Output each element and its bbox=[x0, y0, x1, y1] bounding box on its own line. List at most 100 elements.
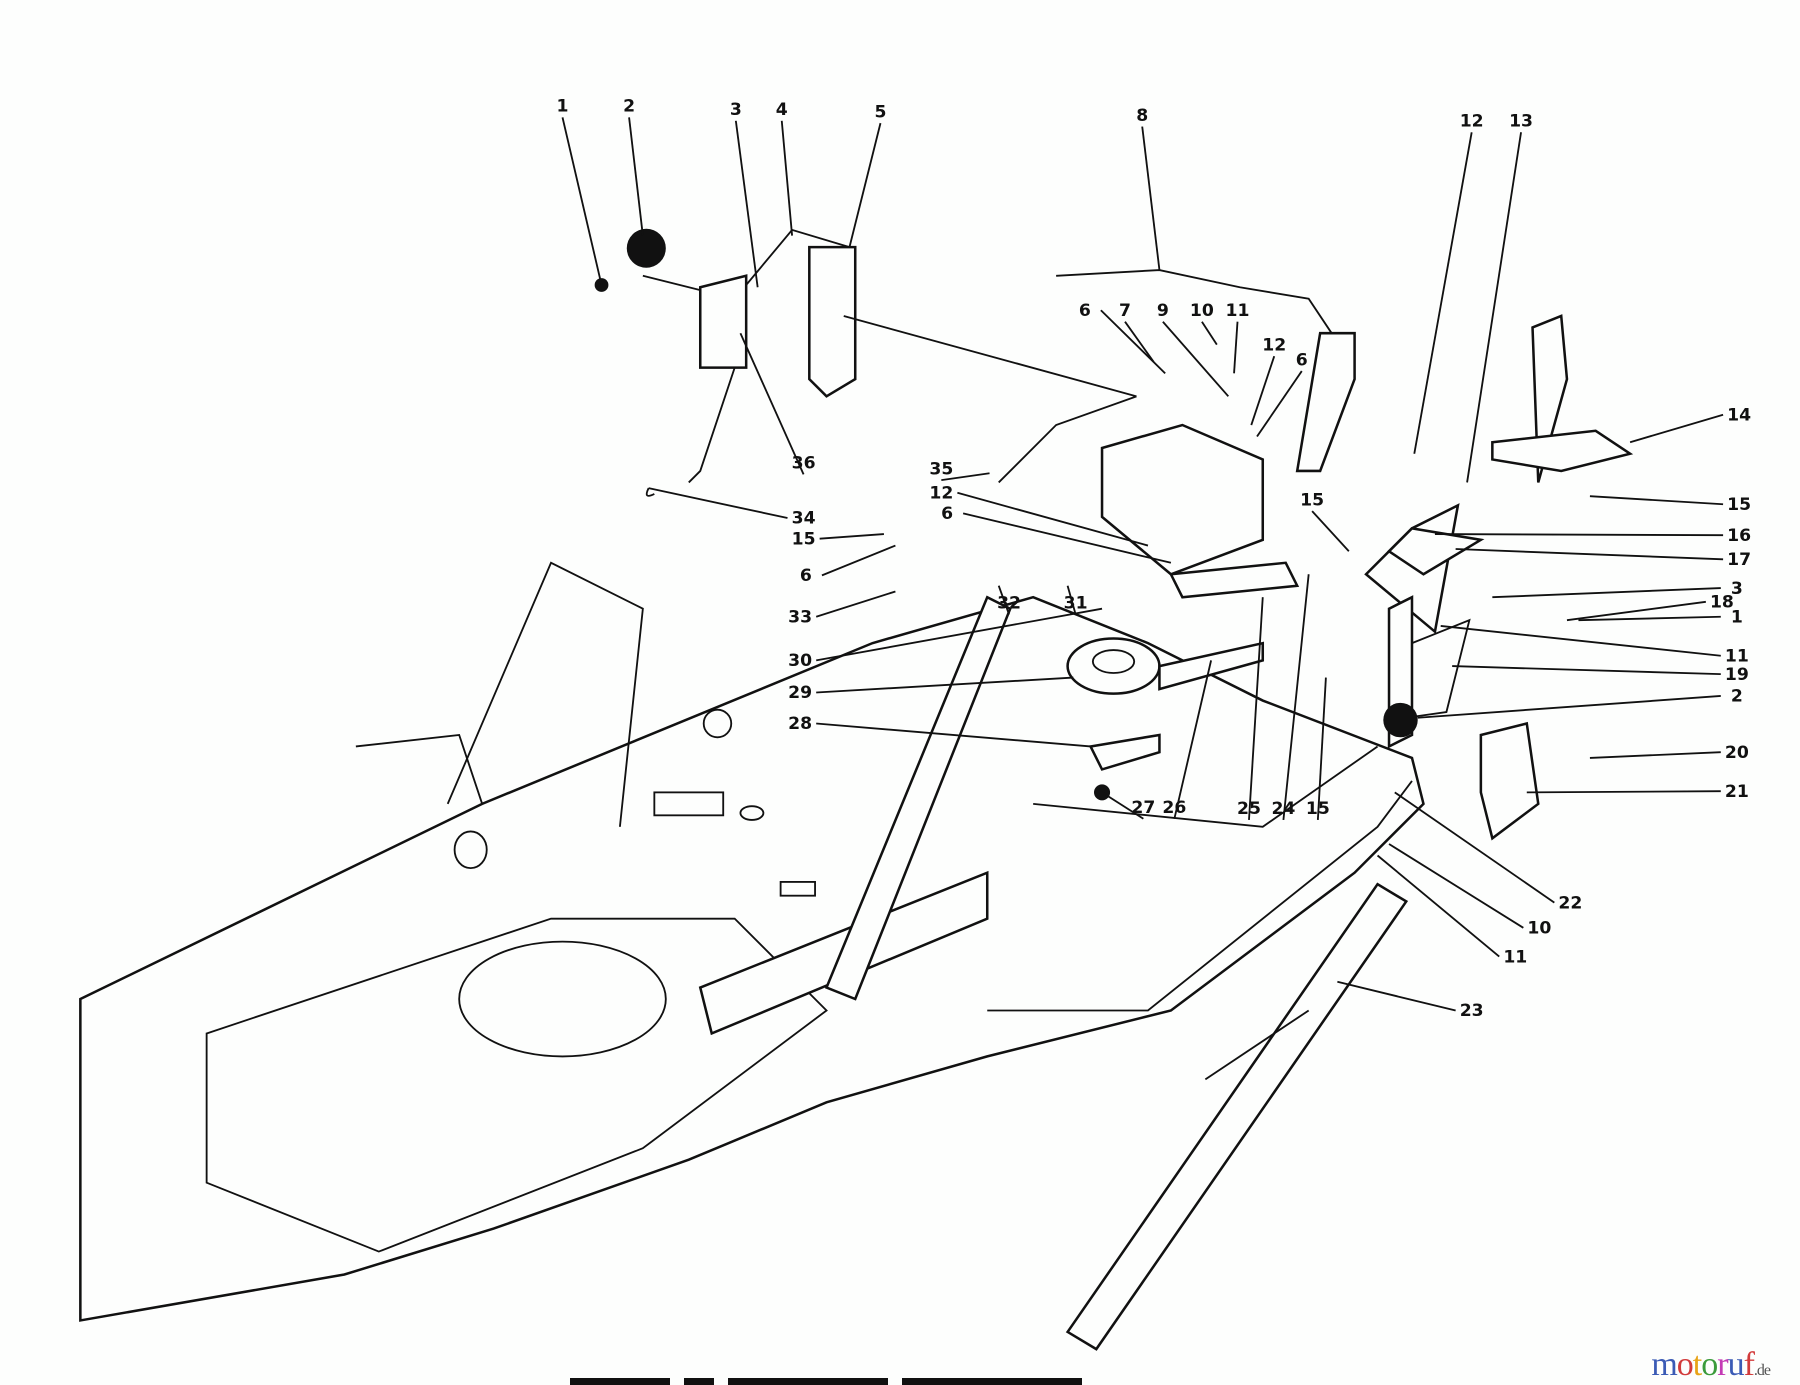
leader-line-11 bbox=[1376, 854, 1500, 958]
leader-line-35 bbox=[941, 472, 990, 482]
leader-line-24 bbox=[1282, 574, 1310, 821]
callout-2: 2 bbox=[1731, 687, 1743, 707]
leader-line-25 bbox=[1248, 597, 1264, 820]
callout-12: 12 bbox=[1460, 112, 1484, 132]
leader-lines bbox=[561, 117, 1724, 1012]
leader-line-6 bbox=[1256, 370, 1303, 438]
callout-16: 16 bbox=[1727, 526, 1751, 546]
leader-line-2 bbox=[628, 117, 644, 236]
logo-tld: .de bbox=[1753, 1362, 1771, 1379]
leader-line-22 bbox=[1394, 791, 1555, 904]
leader-line-11 bbox=[1440, 625, 1721, 657]
leader-line-10 bbox=[1388, 843, 1524, 929]
leader-line-19 bbox=[1452, 665, 1721, 676]
callout-26: 26 bbox=[1162, 798, 1186, 818]
leader-line-20 bbox=[1589, 751, 1721, 759]
leader-line-10 bbox=[1201, 321, 1218, 346]
leader-line-28 bbox=[816, 722, 1091, 748]
callout-36: 36 bbox=[792, 454, 816, 474]
callout-33: 33 bbox=[788, 607, 812, 627]
callout-3: 3 bbox=[730, 100, 742, 120]
logo-letter: t bbox=[1692, 1346, 1703, 1383]
leader-line-36 bbox=[739, 332, 805, 475]
leader-line-18 bbox=[1566, 600, 1706, 622]
callout-15: 15 bbox=[792, 529, 816, 549]
callout-30: 30 bbox=[788, 651, 812, 671]
callout-23: 23 bbox=[1460, 1001, 1484, 1021]
callout-35: 35 bbox=[929, 459, 953, 479]
right-lever-assembly bbox=[1364, 314, 1634, 841]
leader-line-27 bbox=[1101, 791, 1144, 820]
callout-24: 24 bbox=[1271, 799, 1295, 819]
logo-letter: m bbox=[1651, 1346, 1677, 1383]
leader-line-14 bbox=[1629, 413, 1724, 444]
leader-line-3 bbox=[734, 120, 759, 288]
leader-line-17 bbox=[1455, 548, 1724, 561]
callout-13: 13 bbox=[1509, 112, 1533, 132]
leader-line-23 bbox=[1337, 980, 1456, 1012]
callout-28: 28 bbox=[788, 714, 812, 734]
callout-17: 17 bbox=[1727, 550, 1751, 570]
callout-5: 5 bbox=[874, 102, 886, 122]
callout-6: 6 bbox=[1079, 301, 1091, 321]
callout-12: 12 bbox=[1262, 335, 1286, 355]
callout-7: 7 bbox=[1119, 301, 1131, 321]
leader-line-15 bbox=[1311, 510, 1350, 552]
callout-21: 21 bbox=[1725, 782, 1749, 802]
leader-line-1 bbox=[561, 117, 603, 286]
leader-line-31 bbox=[1066, 585, 1077, 615]
logo-letter: u bbox=[1727, 1346, 1745, 1383]
callout-1: 1 bbox=[1731, 607, 1743, 627]
cut-off-title bbox=[570, 1375, 1270, 1385]
mounting-bars bbox=[698, 595, 1409, 1351]
leader-line-13 bbox=[1466, 132, 1522, 483]
leader-line-8 bbox=[1141, 126, 1161, 271]
leader-line-6 bbox=[1100, 309, 1166, 375]
callout-29: 29 bbox=[788, 683, 812, 703]
callout-1: 1 bbox=[557, 97, 569, 117]
callout-6: 6 bbox=[941, 504, 953, 524]
callout-11: 11 bbox=[1725, 647, 1749, 667]
leader-line-15 bbox=[1589, 495, 1724, 506]
callout-2: 2 bbox=[623, 97, 635, 117]
leader-line-12 bbox=[1413, 132, 1473, 454]
leader-line-34 bbox=[648, 487, 788, 519]
leader-line-12 bbox=[957, 491, 1149, 547]
leader-line-1 bbox=[1578, 615, 1721, 622]
leader-line-5 bbox=[848, 122, 882, 248]
callout-11: 11 bbox=[1503, 947, 1527, 967]
leader-line-12 bbox=[1250, 355, 1276, 426]
callout-31: 31 bbox=[1064, 594, 1088, 614]
leader-line-29 bbox=[816, 676, 1074, 694]
logo-letter: f bbox=[1743, 1346, 1755, 1383]
callout-11: 11 bbox=[1226, 301, 1250, 321]
leader-line-32 bbox=[997, 585, 1010, 615]
callout-34: 34 bbox=[792, 509, 816, 529]
leader-line-3 bbox=[1492, 587, 1721, 599]
leader-line-2 bbox=[1417, 695, 1721, 719]
callout-12: 12 bbox=[929, 483, 953, 503]
callout-27: 27 bbox=[1131, 798, 1155, 818]
callout-10: 10 bbox=[1190, 301, 1214, 321]
callout-6: 6 bbox=[1296, 350, 1308, 370]
callout-15: 15 bbox=[1300, 490, 1324, 510]
logo-letter: r bbox=[1717, 1346, 1728, 1383]
callout-19: 19 bbox=[1725, 665, 1749, 685]
leader-line-15 bbox=[819, 533, 884, 540]
logo-letter: o bbox=[1701, 1346, 1718, 1383]
leader-line-7 bbox=[1124, 321, 1155, 363]
callout-9: 9 bbox=[1157, 301, 1169, 321]
leader-line-26 bbox=[1173, 660, 1212, 819]
callout-18: 18 bbox=[1710, 593, 1734, 613]
callout-32: 32 bbox=[997, 594, 1021, 614]
leader-line-21 bbox=[1526, 790, 1721, 794]
lift-lever-assembly bbox=[594, 228, 1356, 497]
leader-line-15 bbox=[1316, 677, 1327, 820]
motoruf-watermark-logo: motoruf.de bbox=[1651, 1346, 1771, 1384]
logo-letter: o bbox=[1676, 1346, 1694, 1383]
leader-line-30 bbox=[816, 607, 1103, 662]
callout-3: 3 bbox=[1731, 579, 1743, 599]
callout-22: 22 bbox=[1558, 893, 1582, 913]
